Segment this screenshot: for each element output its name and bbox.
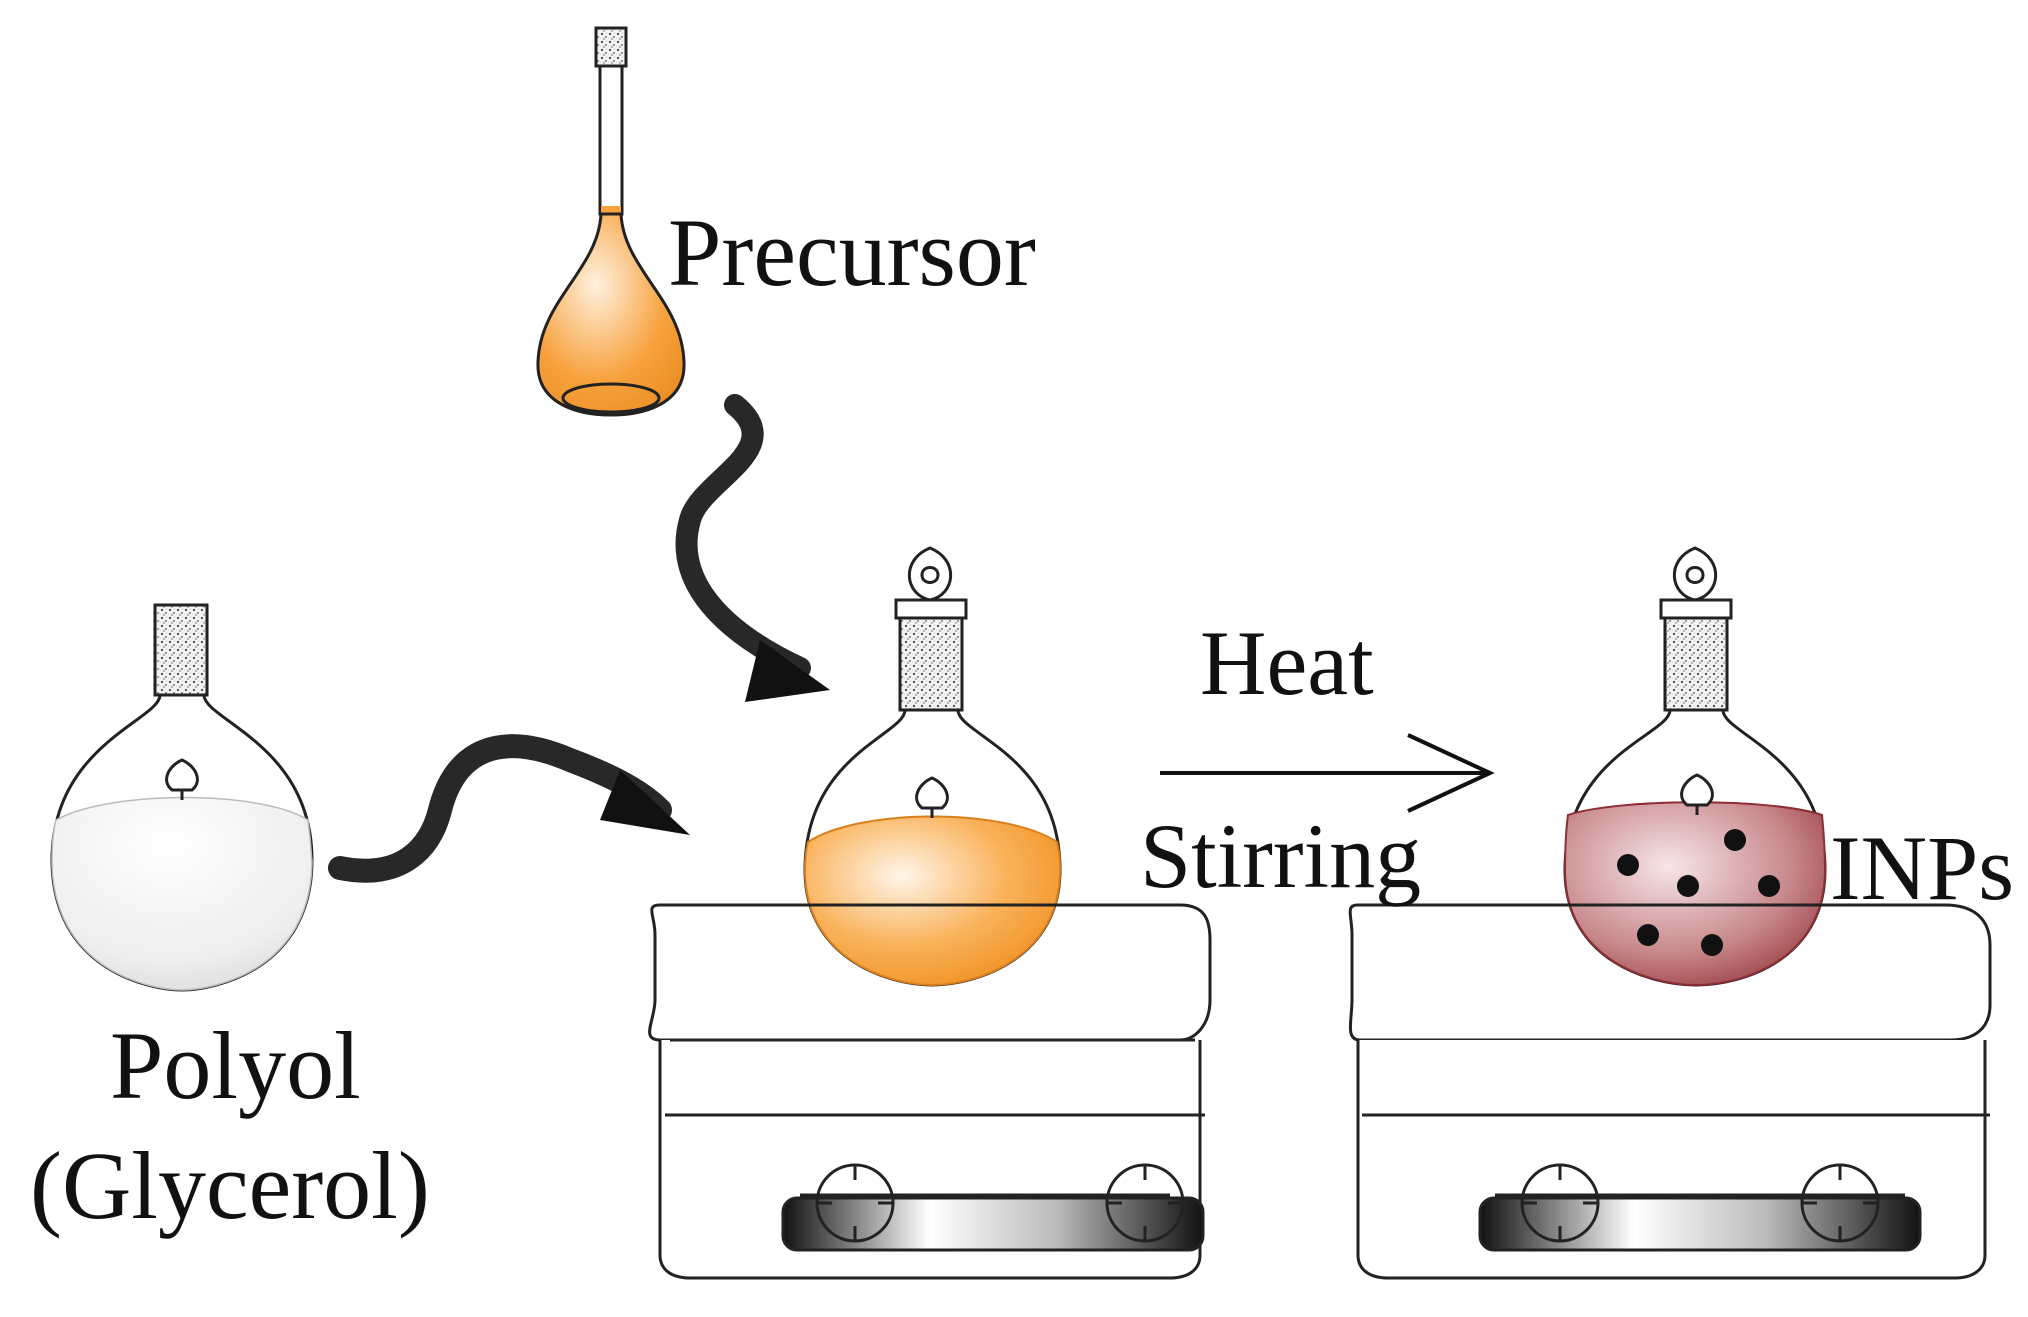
arrow-polyol-head bbox=[600, 770, 690, 835]
label-precursor: Precursor bbox=[668, 199, 1036, 306]
product-flask bbox=[1563, 546, 1827, 987]
label-stirring: Stirring bbox=[1140, 805, 1422, 907]
reaction-flask-hook-icon bbox=[907, 546, 953, 602]
volumetric-flask bbox=[536, 26, 686, 417]
label-polyol: Polyol bbox=[110, 1012, 361, 1119]
nanoparticle bbox=[1617, 854, 1639, 876]
product-stir-bar-icon bbox=[1680, 773, 1714, 815]
arrow-precursor-head bbox=[745, 640, 830, 702]
flask-base bbox=[561, 382, 661, 414]
arrow-precursor-to-flask bbox=[675, 394, 811, 679]
nanoparticle bbox=[1637, 924, 1659, 946]
hot-plate-1-knob-right-icon bbox=[1105, 1163, 1185, 1243]
polyol-liquid bbox=[51, 796, 313, 991]
polyol-flask bbox=[50, 603, 314, 992]
flask-stopper bbox=[594, 26, 628, 68]
product-flask-hook-icon bbox=[1672, 546, 1718, 602]
flask-neck bbox=[598, 64, 624, 216]
label-inps: INPs bbox=[1830, 817, 2015, 919]
hot-plate-2-knob-left-icon bbox=[1520, 1163, 1600, 1243]
polyol-flask-stopper bbox=[153, 603, 209, 697]
hot-plate-1-panel bbox=[781, 1196, 1205, 1252]
nanoparticle bbox=[1677, 875, 1699, 897]
label-heat: Heat bbox=[1200, 612, 1374, 714]
hot-plate-1 bbox=[648, 903, 1212, 1280]
polyol-stir-bar-icon bbox=[165, 758, 199, 800]
nanoparticles bbox=[1617, 829, 1780, 956]
reaction-flask bbox=[803, 546, 1062, 987]
reaction-liquid bbox=[803, 815, 1062, 987]
label-glycerol: (Glycerol) bbox=[30, 1132, 430, 1239]
hot-plate-2-panel bbox=[1478, 1196, 1922, 1252]
nanoparticle bbox=[1701, 934, 1723, 956]
reaction-stir-bar-icon bbox=[915, 776, 949, 818]
process-arrow bbox=[1160, 733, 1495, 813]
flask-body bbox=[536, 212, 686, 417]
hot-plate-1-knob-left-icon bbox=[815, 1163, 895, 1243]
arrow-polyol-to-flask bbox=[328, 734, 672, 883]
nanoparticle bbox=[1724, 829, 1746, 851]
nanoparticle bbox=[1758, 875, 1780, 897]
hot-plate-2-knob-right-icon bbox=[1800, 1163, 1880, 1243]
